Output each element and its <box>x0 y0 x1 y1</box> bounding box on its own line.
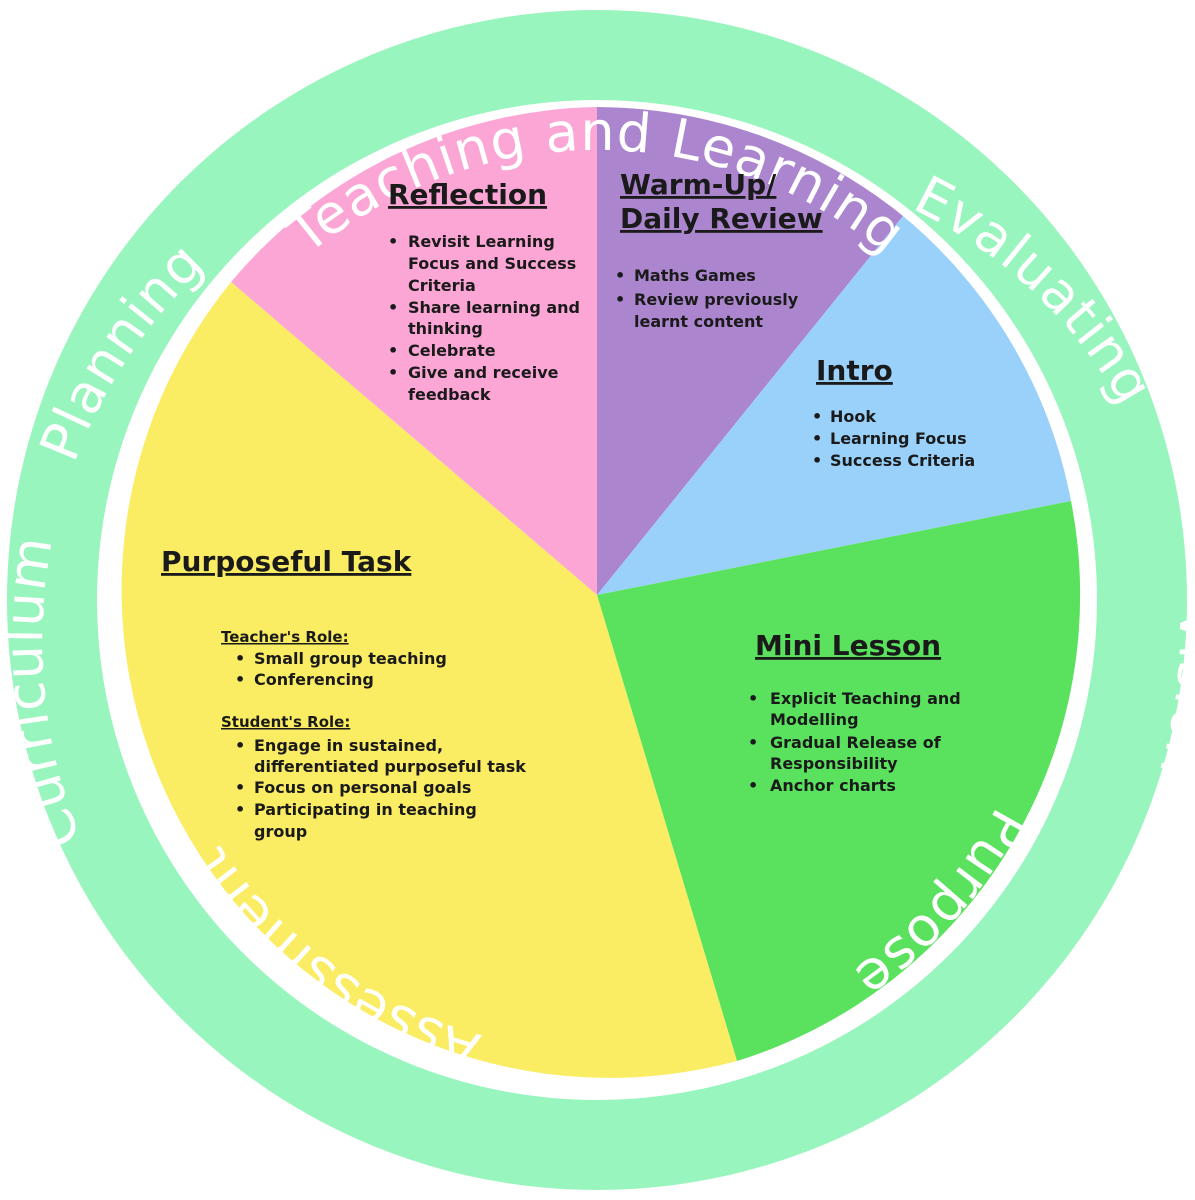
intro-block: Intro •Hook •Learning Focus •Success Cri… <box>812 354 975 470</box>
intro-title: Intro <box>816 354 893 387</box>
intro-bullets: •Hook •Learning Focus •Success Criteria <box>812 407 975 470</box>
mini-lesson-bullets: •Explicit Teaching and Modelling •Gradua… <box>748 689 966 795</box>
segment-warmup[interactable] <box>597 107 903 595</box>
segment-intro[interactable] <box>597 216 1071 595</box>
reflection-title: Reflection <box>388 178 547 211</box>
reflection-bullets: •Revisit Learning Focus and Success Crit… <box>388 232 586 404</box>
warmup-title-line1: Warm-Up/ <box>620 168 777 201</box>
mini-lesson-title: Mini Lesson <box>755 629 941 662</box>
segment-purposeful-task[interactable] <box>121 282 737 1078</box>
segment-reflection[interactable] <box>231 107 597 595</box>
warmup-block: Warm-Up/ Daily Review •Maths Games •Revi… <box>615 168 823 331</box>
warmup-bullets: •Maths Games •Review previously learnt c… <box>615 266 804 331</box>
teacher-role-bullets: •Small group teaching •Conferencing <box>235 649 452 689</box>
warmup-title-line2: Daily Review <box>620 202 823 235</box>
purposeful-task-block: Purposeful Task Teacher's Role: •Small g… <box>161 545 531 841</box>
student-role-heading: Student's Role: <box>221 713 350 731</box>
segment-mini-lesson[interactable] <box>597 501 1081 1061</box>
teacher-role-heading: Teacher's Role: <box>221 628 349 646</box>
mini-lesson-block: Mini Lesson •Explicit Teaching and Model… <box>748 629 966 795</box>
student-role-bullets: •Engage in sustained, differentiated pur… <box>235 736 531 841</box>
reflection-block: Reflection •Revisit Learning Focus and S… <box>388 178 586 404</box>
purposeful-task-title: Purposeful Task <box>161 545 413 578</box>
